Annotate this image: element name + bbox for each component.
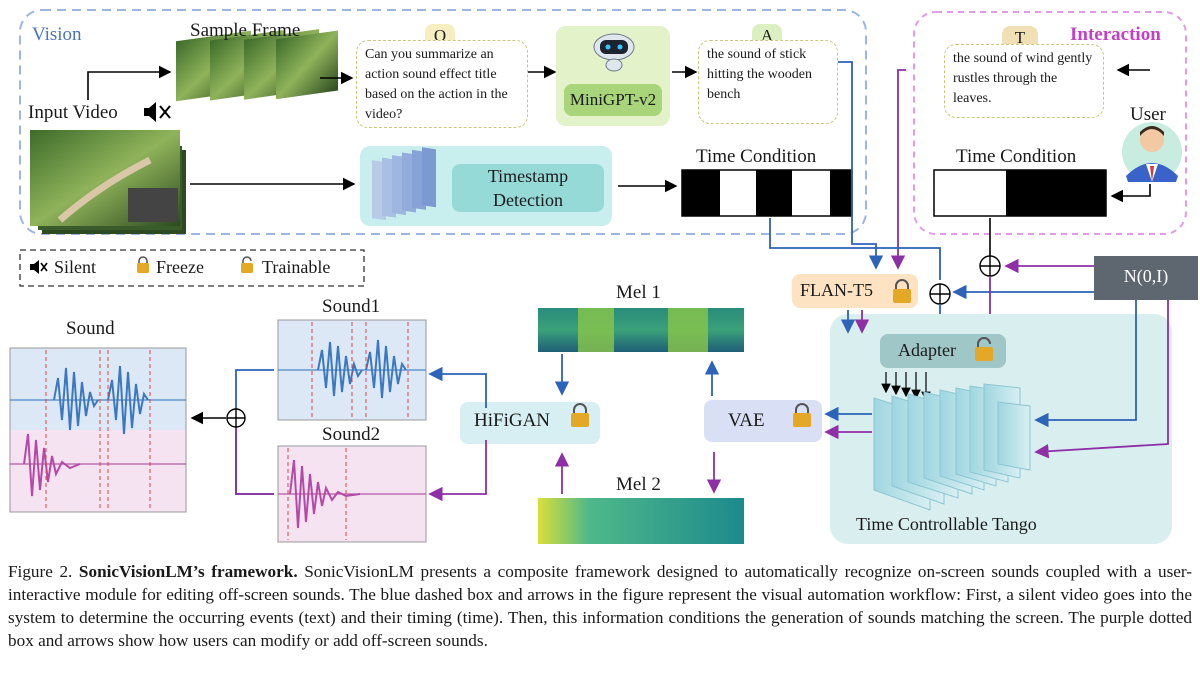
mel1-spectrogram [538,308,744,352]
interaction-text-box: the sound of wind gently rustles through… [944,44,1104,118]
legend-silent-icon [30,260,48,274]
legend-trainable: Trainable [262,257,331,277]
interaction-time-condition-label: Time Condition [956,146,1077,167]
sound-label: Sound [66,318,115,339]
sound2-waveform [277,445,427,543]
flan-lock-icon [893,279,911,303]
noise-box [1094,256,1198,300]
mel2-label: Mel 2 [616,474,661,495]
input-video-image [30,130,186,234]
user-avatar [1122,122,1182,182]
vae-lock-icon [793,403,811,427]
silent-speaker-icon [144,102,171,122]
vae-box [704,400,822,442]
hifigan-box [460,402,600,444]
interaction-time-condition-bar [933,169,1107,217]
robot-icon [593,33,635,72]
caption-text: SonicVisionLM presents a composite frame… [8,562,1192,650]
adapter-unlock-icon [975,337,993,361]
adapter-label: Adapter [898,340,956,360]
sound-waveform [9,347,187,513]
sample-frame-label: Sample Frame [190,20,301,41]
question-box: Can you summarize an action sound effect… [356,40,528,128]
flan-box [792,274,918,308]
user-label: User [1130,104,1166,125]
legend-silent: Silent [54,257,97,277]
minigpt-label: MiniGPT-v2 [569,90,657,109]
sound1-label: Sound1 [322,296,381,317]
tango-label: Time Controllable Tango [856,514,1037,534]
vision-title: Vision [32,24,82,45]
flan-label: FLAN-T5 [800,280,873,300]
caption-prefix: Figure 2. [8,562,73,581]
adapter-box [880,334,1006,368]
figure-diagram [9,9,1198,544]
legend-freeze: Freeze [156,257,204,277]
sound2-label: Sound2 [322,424,381,445]
figure-caption: Figure 2. SonicVisionLM’s framework. Son… [8,560,1192,652]
legend-unlock-icon [241,256,253,273]
input-video-label: Input Video [28,102,118,123]
noise-label: N(0,I) [1123,266,1169,286]
hifigan-lock-icon [571,403,589,427]
interaction-title: Interaction [1070,24,1161,45]
layers-icon [372,147,436,221]
vision-time-condition-bar [681,169,853,217]
answer-box: the sound of stick hitting the wooden be… [698,40,838,124]
legend-lock-icon [137,256,149,273]
vision-time-condition-label: Time Condition [696,146,817,167]
mel2-spectrogram [538,498,744,544]
vae-label: VAE [728,410,765,431]
legend-box [19,249,365,287]
sample-frame-images [176,29,338,102]
interaction-box [913,11,1187,235]
hifigan-label: HiFiGAN [474,410,551,431]
timestamp-label: Timestamp Detection [487,166,569,210]
tango-layers [873,383,1031,511]
caption-bold: SonicVisionLM’s framework. [78,562,298,581]
mel1-label: Mel 1 [616,282,661,303]
sound1-waveform [277,319,427,421]
